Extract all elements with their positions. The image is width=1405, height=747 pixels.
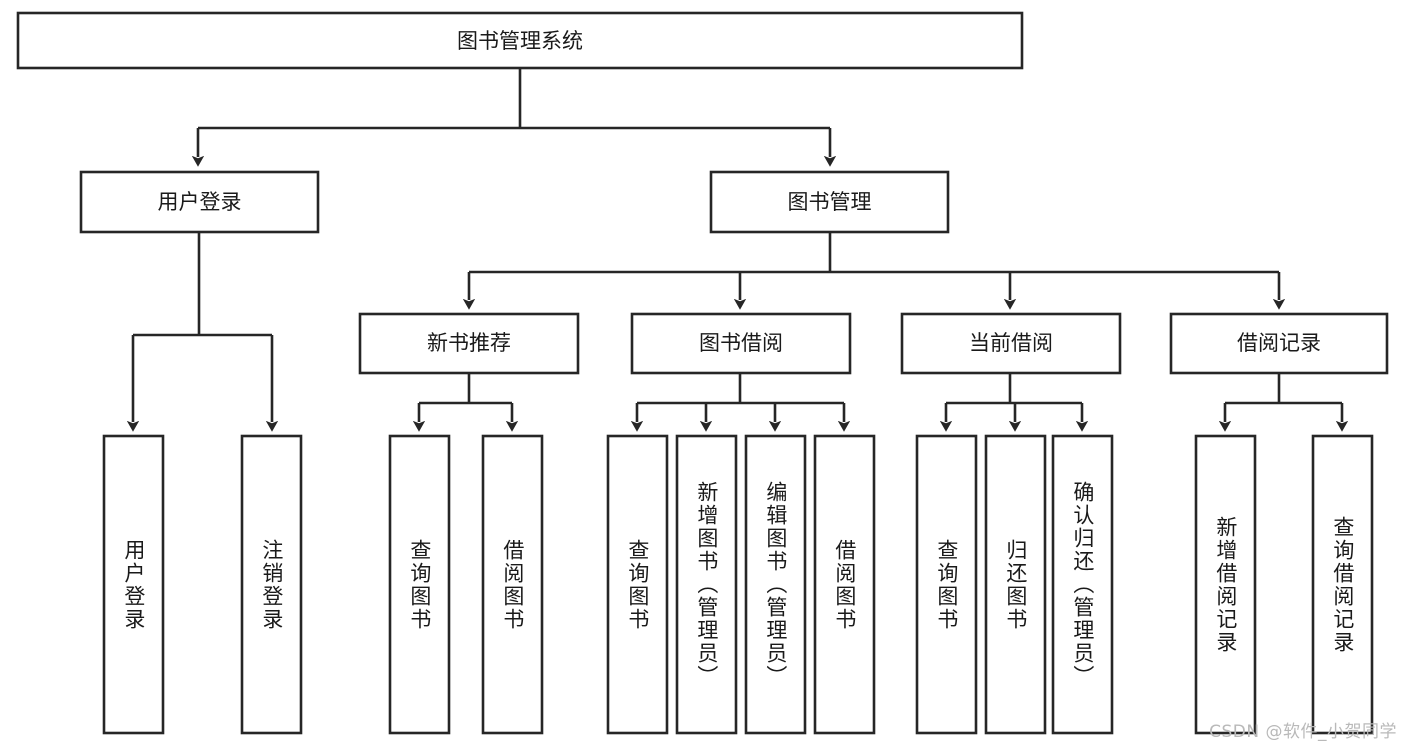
leaf-user-logout[interactable]	[240, 434, 303, 735]
leaf-query-book-current[interactable]	[915, 434, 978, 735]
leaf-return-book[interactable]	[984, 434, 1047, 735]
node-borrow-records[interactable]	[1169, 312, 1389, 375]
node-borrow-records-label: 借阅记录	[1237, 331, 1321, 355]
node-current-borrow-label: 当前借阅	[969, 331, 1053, 355]
node-current-borrow[interactable]	[900, 312, 1122, 375]
leaf-confirm-return-admin[interactable]	[1051, 434, 1114, 735]
leaf-edit-book-admin[interactable]	[744, 434, 807, 735]
leaf-user-login[interactable]	[102, 434, 165, 735]
node-user-login[interactable]	[79, 170, 320, 234]
node-book-borrow-label: 图书借阅	[699, 331, 783, 355]
node-new-book-recommend[interactable]	[358, 312, 580, 375]
connector-records-to-leaves	[1218, 373, 1349, 432]
connector-bookborrow-to-leaves	[630, 373, 851, 432]
leaf-add-book-admin[interactable]	[675, 434, 738, 735]
leaf-add-borrow-record[interactable]	[1194, 434, 1257, 735]
leaf-borrow-book[interactable]	[813, 434, 876, 735]
node-book-borrow[interactable]	[630, 312, 852, 375]
connector-userlogin-to-leaves	[126, 232, 279, 432]
leaf-query-book-newbook[interactable]	[388, 434, 451, 735]
node-new-book-recommend-label: 新书推荐	[427, 331, 511, 355]
leaf-query-book-borrow[interactable]	[606, 434, 669, 735]
watermark-text: CSDN @软件_小贺同学	[1209, 722, 1397, 742]
node-book-management[interactable]	[709, 170, 950, 234]
leaf-query-borrow-record[interactable]	[1311, 434, 1374, 735]
connector-bookmgmt-to-level3	[462, 232, 1286, 310]
node-book-management-label: 图书管理	[788, 190, 872, 214]
node-root-label: 图书管理系统	[457, 29, 583, 53]
node-root[interactable]	[16, 11, 1024, 70]
leaf-borrow-book-newbook[interactable]	[481, 434, 544, 735]
connector-newbook-to-leaves	[412, 373, 519, 432]
connector-root-to-level2	[191, 68, 837, 167]
connector-currentborrow-to-leaves	[939, 373, 1089, 432]
node-user-login-label: 用户登录	[158, 190, 242, 214]
